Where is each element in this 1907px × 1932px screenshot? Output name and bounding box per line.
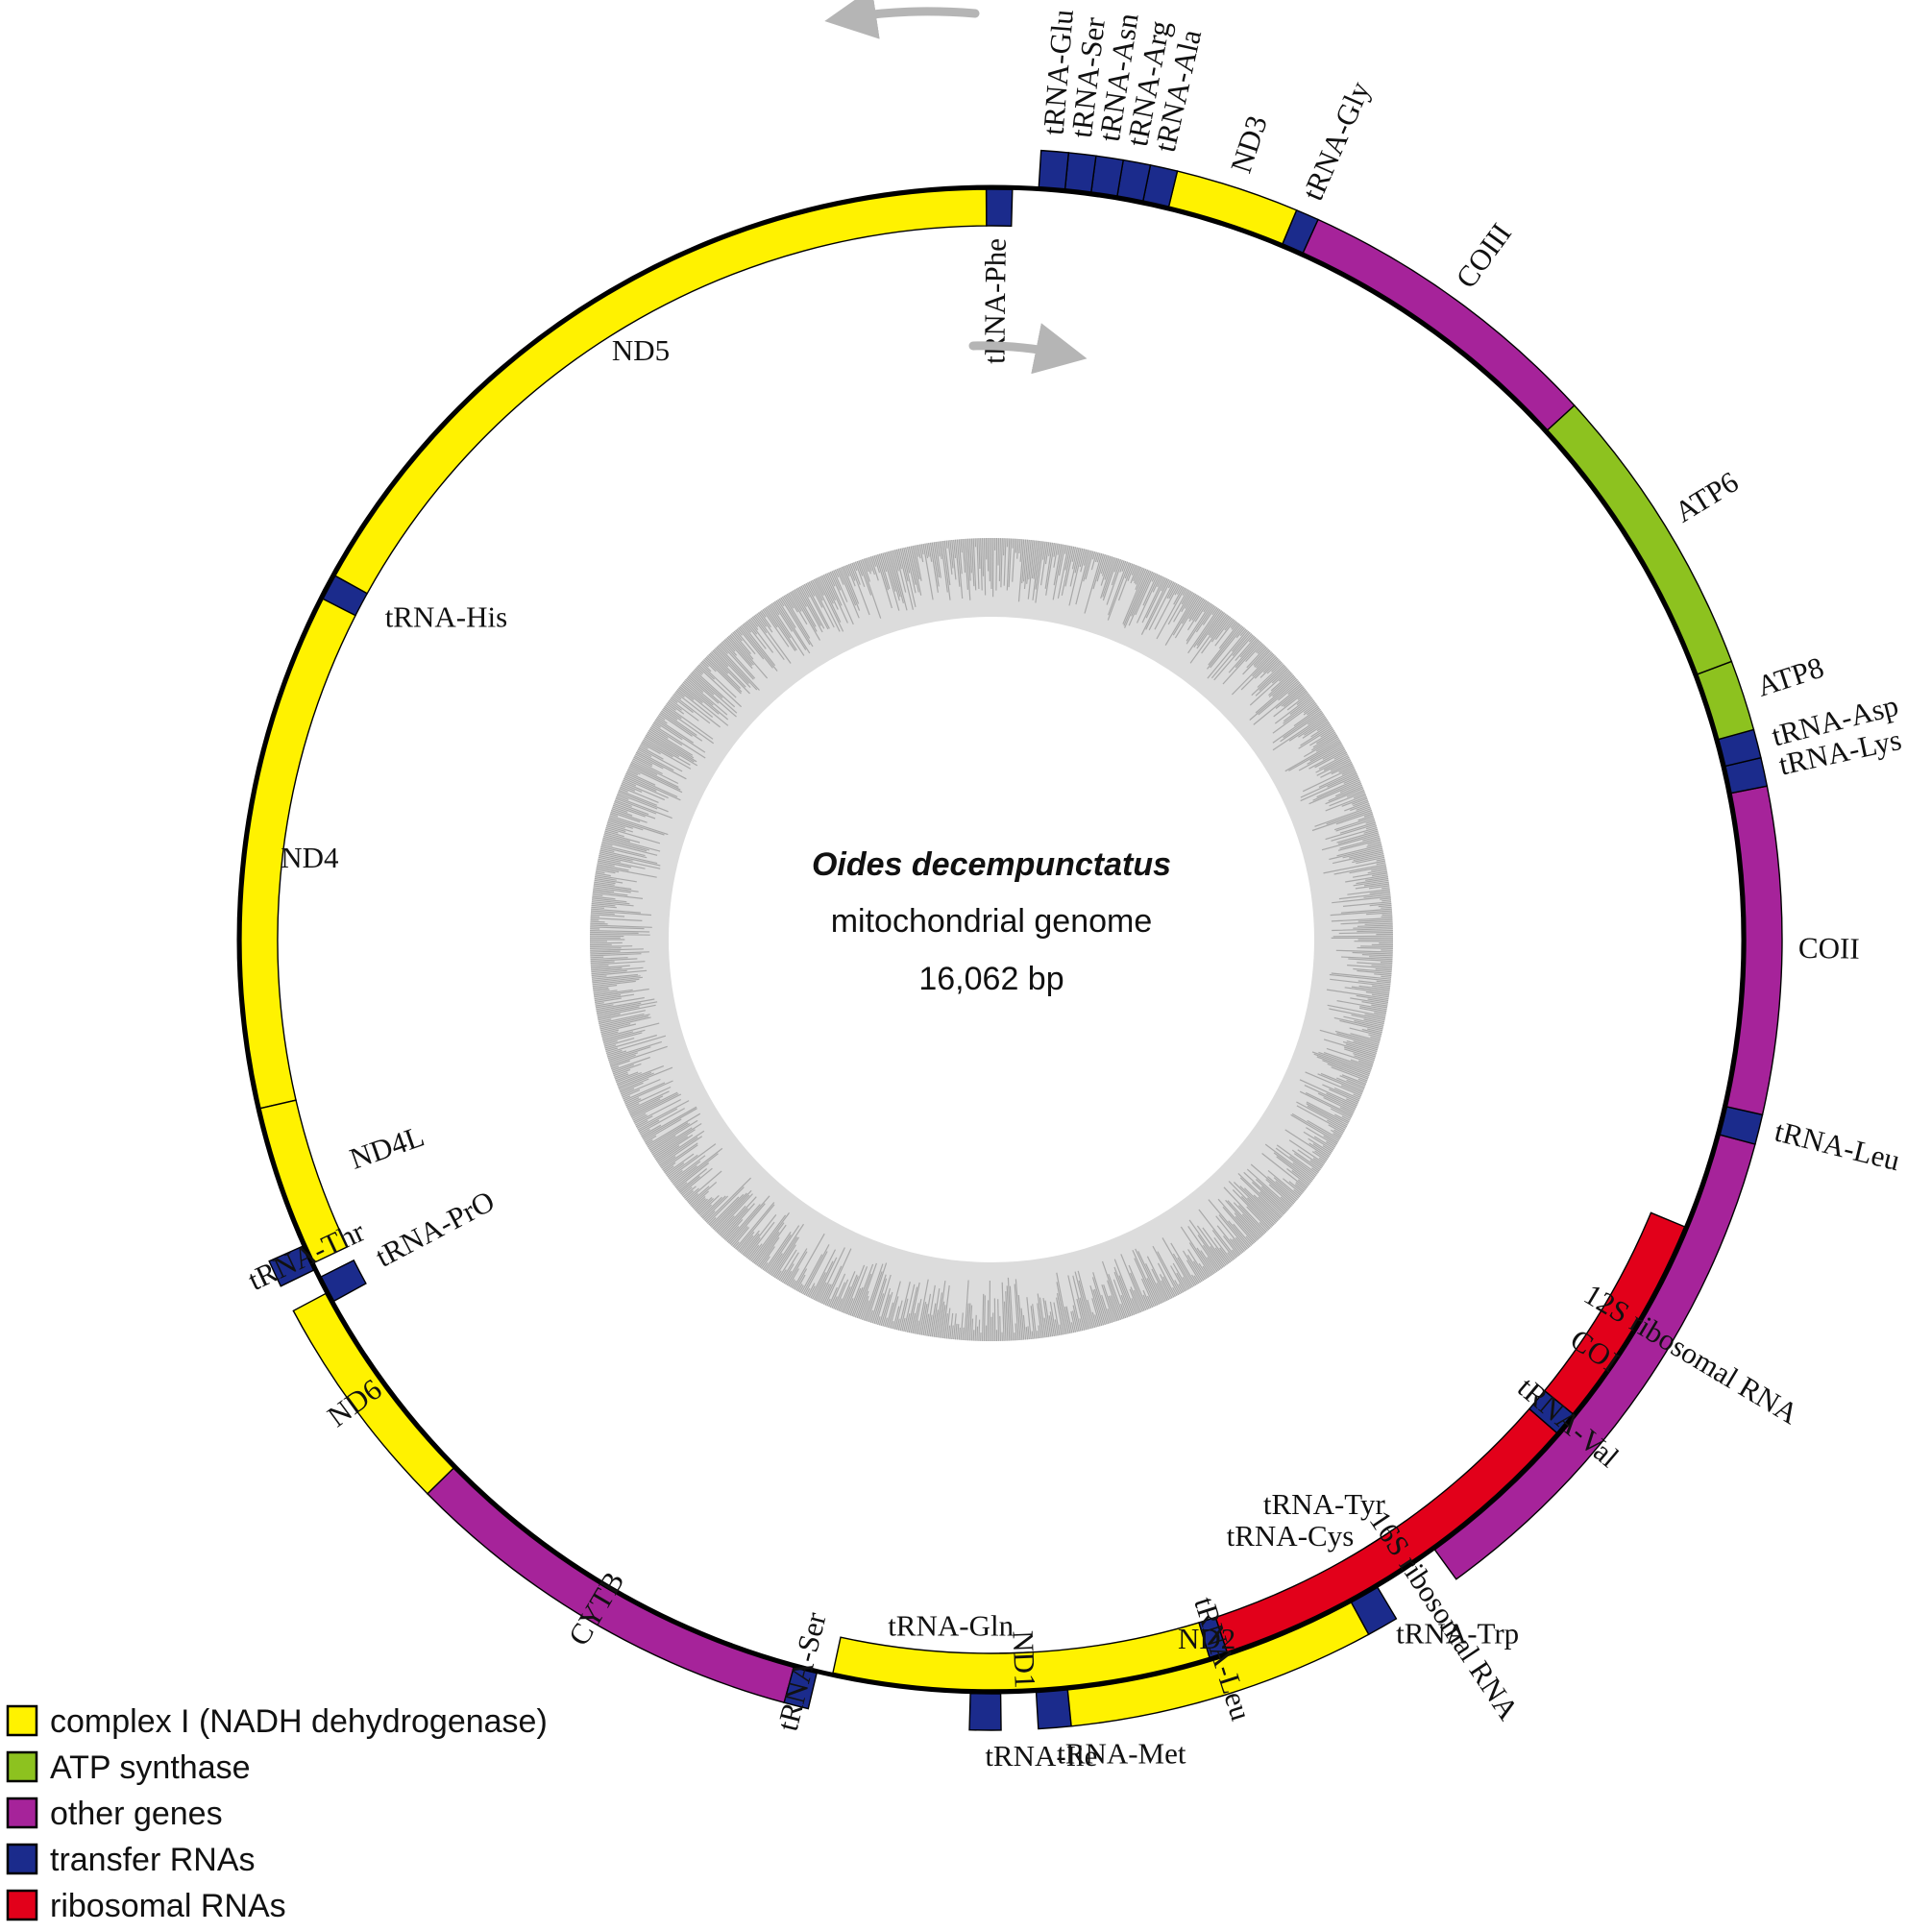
gene-block-nd3-16 xyxy=(1167,170,1298,245)
reverse-strand-arrow-icon xyxy=(824,0,980,39)
gene-label-nd4-25: ND4 xyxy=(281,841,339,874)
gene-block-trna-pro-28 xyxy=(320,1259,367,1303)
legend-label-rrna: ribosomal RNAs xyxy=(50,1888,286,1924)
gene-label-nd1-32: ND1 xyxy=(1006,1630,1041,1690)
gene-block-trna-glu-21 xyxy=(1038,149,1070,190)
gene-block-trna-lys-10 xyxy=(1724,756,1769,795)
gene-block-nd6-29 xyxy=(292,1292,455,1495)
gene-label-trna-tyr-6: tRNA-Tyr xyxy=(1263,1487,1386,1521)
gene-block-trna-met-2 xyxy=(1035,1689,1072,1730)
gene-block-trna-leu-33 xyxy=(1198,1616,1229,1659)
forward-strand-arrow-icon xyxy=(968,323,1088,375)
gene-block-coii-9 xyxy=(1725,785,1783,1116)
legend-swatch-rrna xyxy=(6,1889,38,1921)
gene-block-trna-ser-20 xyxy=(1064,152,1097,193)
species-title: Oides decempunctatus xyxy=(812,846,1171,883)
gene-block-12s-ribosomal-rna-36 xyxy=(1543,1211,1686,1415)
gene-label-coiii-14: COIII xyxy=(1449,217,1518,294)
gene-block-trna-ala-17 xyxy=(1142,163,1179,208)
gene-block-trna-ile-0 xyxy=(968,1692,1002,1731)
gene-label-trna-met-2: tRNA-Met xyxy=(1057,1736,1186,1770)
gene-label-trna-cys-5: tRNA-Cys xyxy=(1227,1519,1355,1553)
gene-block-atp6-13 xyxy=(1546,404,1733,675)
gene-block-trna-arg-18 xyxy=(1116,159,1152,202)
gene-block-coi-7 xyxy=(1433,1134,1756,1580)
gene-block-trna-ser-31 xyxy=(783,1666,818,1710)
legend: complex I (NADH dehydrogenase) ATP syntha… xyxy=(6,1703,548,1924)
gene-block-cytb-30 xyxy=(427,1467,795,1704)
gene-label-trna-gly-15: tRNA-Gly xyxy=(1295,76,1377,205)
gene-label-coii-9: COII xyxy=(1798,931,1860,966)
gene-block-16s-ribosomal-rna-34 xyxy=(1214,1407,1558,1653)
gene-block-trna-leu-8 xyxy=(1719,1106,1764,1145)
gene-label-nd4l-26: ND4L xyxy=(346,1119,428,1176)
gene-label-trna-pro-28: tRNA-PrO xyxy=(370,1184,500,1274)
gene-label-trna-his-24: tRNA-His xyxy=(385,599,507,633)
gene-block-trna-asp-11 xyxy=(1717,728,1762,768)
gene-block-nd5-23 xyxy=(333,188,988,595)
legend-label-atp: ATP synthase xyxy=(50,1749,251,1786)
legend-swatch-other xyxy=(6,1797,38,1829)
gene-label-nd2-3: ND2 xyxy=(1178,1622,1235,1655)
legend-label-complex_i: complex I (NADH dehydrogenase) xyxy=(50,1703,548,1740)
legend-label-trna: transfer RNAs xyxy=(50,1842,256,1878)
gc-ring-ticks xyxy=(589,537,1394,1342)
gene-block-trna-val-35 xyxy=(1528,1389,1575,1434)
gene-blocks xyxy=(240,149,1783,1731)
gene-label-atp8-12: ATP8 xyxy=(1752,650,1827,703)
gene-block-atp8-12 xyxy=(1696,660,1755,741)
gene-label-trna-trp-4: tRNA-Trp xyxy=(1396,1616,1519,1650)
gene-label-nd3-16: ND3 xyxy=(1224,111,1274,177)
legend-swatch-trna xyxy=(6,1843,38,1875)
gene-block-trna-trp-4 xyxy=(1350,1586,1398,1636)
gene-block-nd4-25 xyxy=(240,598,356,1110)
genome-length: 16,062 bp xyxy=(918,961,1064,997)
gene-block-trna-asn-19 xyxy=(1090,155,1125,197)
gene-block-trna-his-24 xyxy=(322,575,369,617)
gene-block-nd1-32 xyxy=(832,1622,1210,1691)
gene-label-trna-leu-8: tRNA-Leu xyxy=(1772,1114,1903,1178)
gene-label-trna-ile-0: tRNA-Ile xyxy=(985,1739,1097,1773)
legend-swatch-complex_i xyxy=(6,1704,38,1737)
gene-label-trna-gln-1: tRNA-Gln xyxy=(888,1609,1014,1643)
gene-block-nd4l-26 xyxy=(259,1099,349,1264)
gene-block-trna-phe-22 xyxy=(985,188,1014,228)
gene-block-coiii-14 xyxy=(1302,218,1576,431)
genome-backbone-circle xyxy=(236,184,1747,1695)
gc-content-ring xyxy=(589,537,1394,1342)
gene-label-atp6-13: ATP6 xyxy=(1669,465,1745,529)
legend-label-other: other genes xyxy=(50,1796,223,1832)
genome-subtitle: mitochondrial genome xyxy=(831,903,1153,940)
gene-block-nd2-3 xyxy=(1066,1601,1370,1727)
gene-label-nd5-23: ND5 xyxy=(612,333,670,367)
legend-swatch-atp xyxy=(6,1750,38,1783)
gene-block-trna-thr-27 xyxy=(268,1245,315,1287)
gene-block-trna-gly-15 xyxy=(1282,208,1319,255)
